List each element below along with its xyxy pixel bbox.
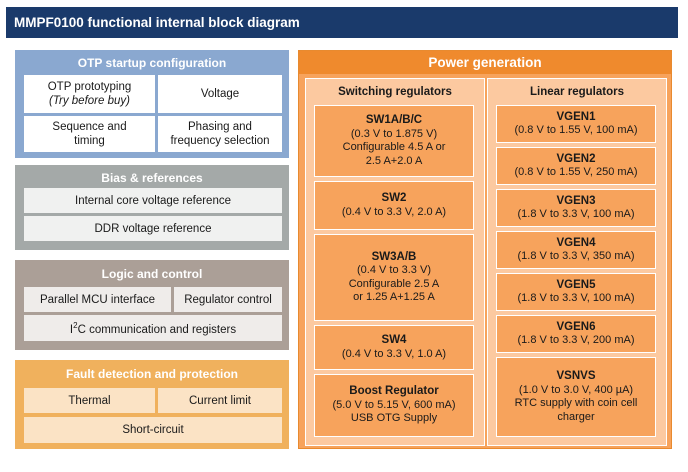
regulator-name: SW2 [381,192,407,204]
power-generation-title: Power generation [299,51,671,74]
regulator-spec-line: Configurable 2.5 A [348,277,440,290]
i2c-communication-cell: I2C communication and registers [24,315,282,341]
regulator-name: VGEN1 [556,110,596,123]
voltage-cell: Voltage [158,75,282,113]
regulator-spec-line: charger [557,410,595,423]
regulator-spec-line: (0.4 V to 3.3 V) [357,264,431,276]
otp-prototyping-cell: OTP prototyping (Try before buy) [24,75,155,113]
regulator-spec-line: Configurable 4.5 A or [342,141,446,153]
regulator-name: Boost Regulator [349,385,439,398]
logic-control-block: Logic and control Parallel MCU interface… [15,260,289,350]
regulator-name: SW4 [381,334,407,346]
regulator-vgen6: VGEN6(1.8 V to 3.3 V, 200 mA) [496,315,656,353]
core-voltage-reference-cell: Internal core voltage reference [24,188,282,213]
regulator-vgen1: VGEN1(0.8 V to 1.55 V, 100 mA) [496,105,656,143]
parallel-mcu-interface-label: Parallel MCU interface [39,293,156,306]
ddr-voltage-reference-cell: DDR voltage reference [24,216,282,241]
diagram-title: MMPF0100 functional internal block diagr… [6,7,678,38]
regulator-sw2: SW2(0.4 V to 3.3 V, 2.0 A) [314,181,474,230]
regulator-vgen4: VGEN4(1.8 V to 3.3 V, 350 mA) [496,231,656,269]
regulator-sw3a-b: SW3A/B(0.4 V to 3.3 V)Configurable 2.5 A… [314,234,474,321]
logic-title: Logic and control [101,267,203,281]
regulator-vgen3: VGEN3(1.8 V to 3.3 V, 100 mA) [496,189,656,227]
otp-title: OTP startup configuration [77,56,227,70]
switching-regulators-column: Switching regulators SW1A/B/C(0.3 V to 1… [305,78,485,446]
otp-prototyping-note: (Try before buy) [49,95,130,107]
regulator-sw1a-b-c: SW1A/B/C(0.3 V to 1.875 V)Configurable 4… [314,105,474,177]
sequence-timing-cell: Sequence and timing [24,116,155,152]
regulator-name: SW3A/B [371,250,417,263]
regulator-control-cell: Regulator control [174,287,282,312]
otp-startup-block: OTP startup configuration OTP prototypin… [15,50,289,158]
sequence-line2: timing [74,135,105,147]
thermal-label: Thermal [68,394,111,407]
phasing-line1: Phasing and [188,121,252,133]
regulator-spec-line: 2.5 A+2.0 A [365,154,423,167]
bias-references-block: Bias & references Internal core voltage … [15,165,289,250]
voltage-label: Voltage [200,88,240,100]
regulator-vgen5: VGEN5(1.8 V to 3.3 V, 100 mA) [496,273,656,311]
regulator-spec-line: (0.8 V to 1.55 V, 250 mA) [514,166,638,178]
regulator-spec-line: (1.8 V to 3.3 V, 100 mA) [517,208,635,220]
linear-regulators-title: Linear regulators [530,86,624,98]
regulator-control-label: Regulator control [184,293,272,306]
phasing-line2: frequency selection [170,135,270,147]
regulator-spec-line: RTC supply with coin cell [514,397,638,409]
regulator-spec-line: (5.0 V to 5.15 V, 600 mA) [332,398,456,411]
regulator-spec-line: (1.8 V to 3.3 V, 200 mA) [517,334,635,346]
regulator-name: VGEN6 [556,320,596,333]
parallel-mcu-interface-cell: Parallel MCU interface [24,287,171,312]
regulator-name: VGEN3 [556,194,596,207]
core-voltage-reference-label: Internal core voltage reference [75,194,231,207]
bias-title: Bias & references [101,171,203,185]
regulator-spec-line: (0.4 V to 3.3 V, 2.0 A) [341,205,447,218]
regulator-spec-line: (0.3 V to 1.875 V) [350,127,438,140]
ddr-voltage-reference-label: DDR voltage reference [94,222,212,235]
regulator-spec-line: (1.8 V to 3.3 V, 350 mA) [517,250,635,262]
regulator-spec-line: (0.4 V to 3.3 V, 1.0 A) [341,347,447,360]
regulator-spec-line: (1.0 V to 3.0 V, 400 µA) [518,383,634,396]
thermal-cell: Thermal [24,388,155,413]
short-circuit-label: Short-circuit [122,424,184,436]
regulator-name: VSNVS [556,370,596,382]
regulator-name: VGEN5 [556,278,596,291]
otp-prototyping-label: OTP prototyping [47,81,132,93]
regulator-spec-line: USB OTG Supply [350,412,438,425]
regulator-name: SW1A/B/C [365,114,423,126]
regulator-vsnvs: VSNVS(1.0 V to 3.0 V, 400 µA)RTC supply … [496,357,656,437]
phasing-frequency-cell: Phasing and frequency selection [158,116,282,152]
regulator-spec-line: (1.8 V to 3.3 V, 100 mA) [517,292,635,304]
current-limit-cell: Current limit [158,388,282,413]
fault-protection-block: Fault detection and protection Thermal C… [15,360,289,449]
linear-regulators-column: Linear regulators VGEN1(0.8 V to 1.55 V,… [487,78,667,446]
sequence-line1: Sequence and [52,121,127,133]
regulator-name: VGEN2 [556,152,596,165]
short-circuit-cell: Short-circuit [24,417,282,443]
regulator-boost-regulator: Boost Regulator(5.0 V to 5.15 V, 600 mA)… [314,374,474,437]
regulator-spec-line: or 1.25 A+1.25 A [353,291,435,303]
i2c-communication-label: I2C communication and registers [69,321,237,336]
switching-regulators-title: Switching regulators [338,86,452,98]
regulator-sw4: SW4(0.4 V to 3.3 V, 1.0 A) [314,325,474,370]
fault-title: Fault detection and protection [65,367,238,381]
regulator-spec-line: (0.8 V to 1.55 V, 100 mA) [514,124,638,136]
power-generation-block: Power generation Switching regulators SW… [298,50,672,449]
regulator-name: VGEN4 [556,236,596,249]
regulator-vgen2: VGEN2(0.8 V to 1.55 V, 250 mA) [496,147,656,185]
current-limit-label: Current limit [189,394,251,407]
